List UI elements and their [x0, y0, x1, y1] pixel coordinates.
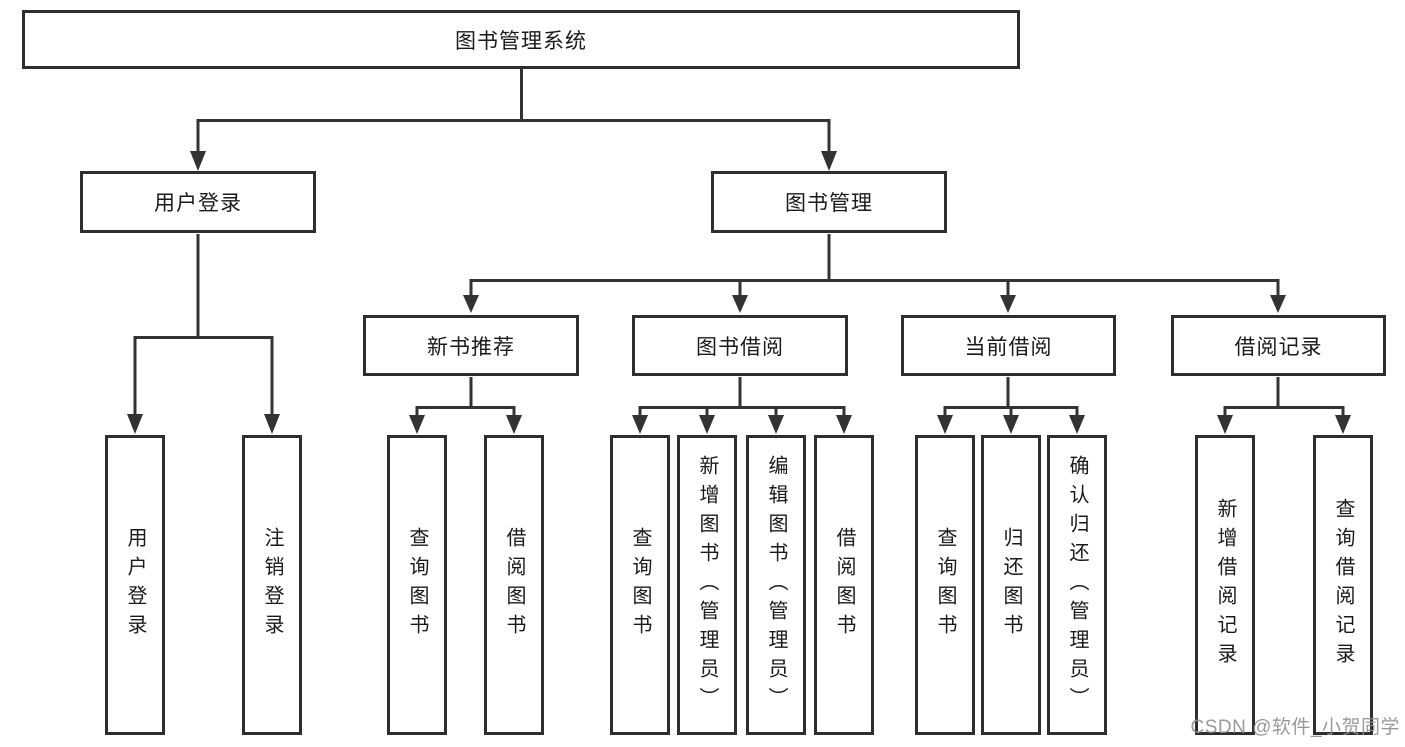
line [943, 377, 1079, 415]
node-current-borrow: 当前借阅 [901, 315, 1116, 376]
node-borrow-records: 借阅记录 [1171, 315, 1386, 376]
arrowhead [190, 151, 206, 171]
line [196, 69, 831, 151]
arrowhead [506, 415, 522, 434]
arrowhead [1003, 415, 1019, 434]
leaf-current-query-books: 查询图书 [915, 435, 975, 735]
arrowhead [409, 415, 425, 434]
connector-new-book-to-leaves [409, 377, 522, 434]
leaf-borrow-edit-books-admin: 编辑图书（管理员） [746, 435, 806, 735]
connector-current-borrow-to-leaves [937, 377, 1085, 434]
arrowhead [127, 414, 143, 434]
line [1223, 377, 1345, 415]
line [415, 377, 516, 415]
leaf-current-return-books: 归还图书 [981, 435, 1041, 735]
arrowhead [264, 414, 280, 434]
node-new-book-recommend: 新书推荐 [363, 315, 579, 376]
csdn-watermark: CSDN @软件_小贺同学 [1190, 717, 1400, 738]
leaf-newbook-query-books: 查询图书 [387, 435, 447, 735]
node-user-login: 用户登录 [80, 171, 316, 233]
connector-borrow-record-to-leaves [1217, 377, 1351, 434]
line [469, 234, 1280, 295]
leaf-current-confirm-return-admin: 确认归还（管理员） [1047, 435, 1107, 735]
arrowhead [937, 415, 953, 434]
leaf-logout-login: 注销登录 [242, 435, 302, 735]
leaf-borrow-query-books: 查询图书 [610, 435, 670, 735]
arrowhead [1217, 415, 1233, 434]
arrowhead [1335, 415, 1351, 434]
arrowhead [1000, 295, 1016, 313]
arrowhead [463, 295, 479, 313]
line [638, 377, 846, 415]
connector-user-login-to-leaves [127, 234, 280, 434]
leaf-borrow-add-books-admin: 新增图书（管理员） [677, 435, 737, 735]
arrowhead [1270, 295, 1286, 313]
arrowhead [699, 415, 715, 434]
arrowhead [732, 295, 748, 313]
connector-book-management-to-level2 [463, 234, 1286, 313]
arrowhead [632, 415, 648, 434]
arrowhead [768, 415, 784, 434]
leaf-records-query-record: 查询借阅记录 [1313, 435, 1373, 735]
node-book-borrow: 图书借阅 [632, 315, 848, 376]
connector-book-borrow-to-leaves [632, 377, 852, 434]
arrowhead [1069, 415, 1085, 434]
connector-root-to-level1 [190, 69, 837, 171]
leaf-user-login: 用户登录 [105, 435, 165, 735]
leaf-borrow-borrow-books: 借阅图书 [814, 435, 874, 735]
arrowhead [821, 151, 837, 171]
leaf-records-add-record: 新增借阅记录 [1195, 435, 1255, 735]
node-library-management-system: 图书管理系统 [22, 10, 1020, 69]
node-book-management: 图书管理 [711, 171, 947, 233]
arrowhead [836, 415, 852, 434]
leaf-newbook-borrow-books: 借阅图书 [484, 435, 544, 735]
line [133, 234, 274, 414]
